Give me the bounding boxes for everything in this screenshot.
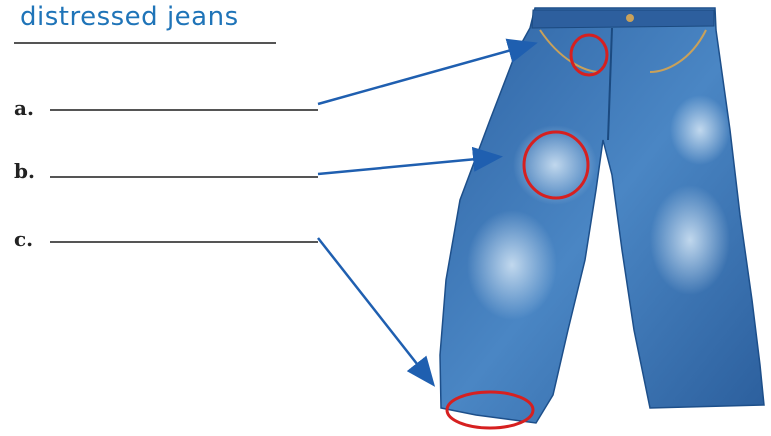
jeans-button — [626, 14, 634, 22]
jeans-waistband — [532, 10, 714, 28]
arrow-c — [318, 238, 432, 383]
